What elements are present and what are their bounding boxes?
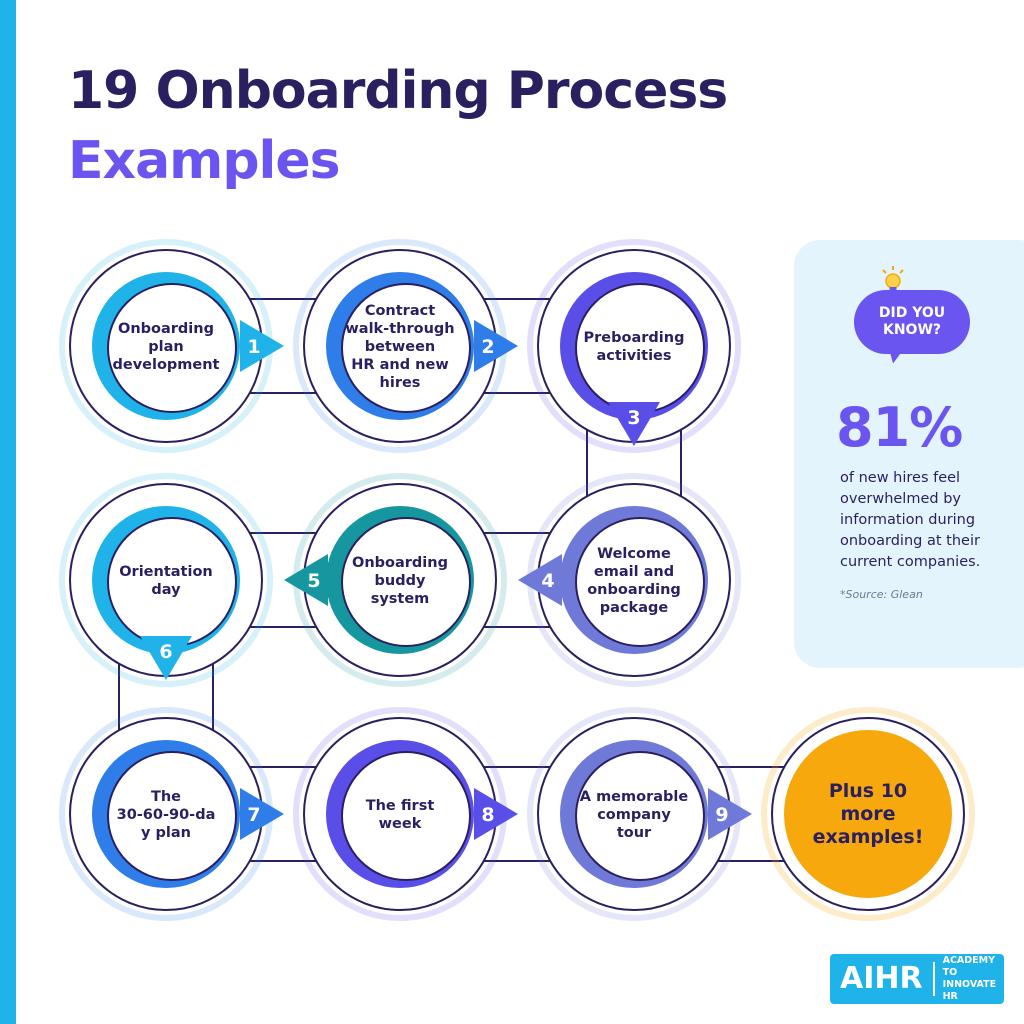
node-halo — [59, 473, 273, 687]
step-label-line: Welcome — [597, 546, 671, 562]
step-number: 7 — [247, 804, 260, 826]
flow-nodes: Onboarding plan development Contract walk-th… — [59, 239, 975, 921]
step-label-line: tour — [617, 825, 652, 841]
arrow-shape — [474, 320, 518, 372]
node-inner — [107, 751, 237, 881]
step-label-line: Orientation — [119, 564, 213, 580]
node-inner — [341, 283, 471, 413]
node-inner — [575, 751, 705, 881]
badge-line-2: KNOW? — [882, 322, 942, 338]
step-number: 1 — [247, 336, 260, 358]
arrow-shape — [284, 554, 328, 606]
step-6-arrow-icon: 6 — [140, 636, 192, 680]
logo-mark: AIHR — [830, 962, 935, 996]
step-label-line: day — [151, 582, 181, 598]
step-3-node: Preboarding activities — [527, 239, 741, 453]
final-label-line: examples! — [813, 826, 924, 848]
step-9-arrow-icon: 9 — [708, 788, 752, 840]
step-label-line: development — [112, 357, 219, 373]
step-number: 6 — [159, 641, 172, 663]
step-4-node: Welcome email and onboarding package — [527, 473, 741, 687]
final-label-line: Plus 10 — [829, 780, 907, 802]
arrow-shape — [474, 788, 518, 840]
step-label-line: hires — [380, 375, 421, 391]
step-5-arrow-icon: 5 — [284, 554, 328, 606]
step-9-node: A memorable company tour — [527, 707, 741, 921]
step-label-line: HR and new — [351, 357, 448, 373]
step-label-line: email and — [594, 564, 674, 580]
arrow-shape — [518, 554, 562, 606]
step-label-line: plan — [148, 339, 183, 355]
step-label-line: Onboarding — [352, 555, 448, 571]
final-fill — [784, 730, 952, 898]
step-2-node: Contract walk-through between HR and new hir… — [293, 239, 507, 453]
arrow-shape — [608, 402, 660, 446]
node-inner — [341, 751, 471, 881]
aihr-logo: AIHR ACADEMY TO INNOVATE HR — [830, 954, 1004, 1004]
step-number: 3 — [627, 407, 640, 429]
final-halo — [761, 707, 975, 921]
step-1-node: Onboarding plan development — [59, 239, 273, 453]
step-number: 9 — [715, 804, 728, 826]
did-you-know-badge: DID YOU KNOW? — [854, 290, 970, 354]
logo-line-1: ACADEMY TO — [942, 955, 995, 978]
step-5-node: Onboarding buddy system — [293, 473, 507, 687]
stat-description: of new hires feel overwhelmed by informa… — [840, 470, 981, 570]
step-label-line: package — [600, 600, 669, 616]
step-label-line: The — [151, 789, 181, 805]
step-label-line: walk-through — [345, 321, 454, 337]
step-2-arrow-icon: 2 — [474, 320, 518, 372]
step-label-line: Onboarding — [118, 321, 214, 337]
left-accent-bar — [0, 0, 16, 1024]
title-line-2: Examples — [68, 131, 341, 191]
node-inner — [341, 517, 471, 647]
arrow-shape — [240, 788, 284, 840]
step-label-line: A memorable — [580, 789, 689, 805]
step-label-line: buddy — [375, 573, 426, 589]
step-label-line: activities — [596, 348, 671, 364]
arrow-shape — [140, 636, 192, 680]
step-label-line: company — [597, 807, 671, 823]
step-number: 5 — [307, 570, 320, 592]
step-number: 4 — [541, 570, 554, 592]
node-inner — [107, 283, 237, 413]
node-inner — [575, 517, 705, 647]
step-label-line: between — [365, 339, 436, 355]
node-halo — [527, 239, 741, 453]
step-label-line: system — [371, 591, 430, 607]
step-7-arrow-icon: 7 — [240, 788, 284, 840]
logo-tagline: ACADEMY TO INNOVATE HR — [935, 955, 1004, 1003]
step-number: 2 — [481, 336, 494, 358]
step-3-arrow-icon: 3 — [608, 402, 660, 446]
page-title: 19 Onboarding Process Examples — [68, 56, 728, 196]
badge-line-1: DID YOU — [878, 305, 946, 321]
stat-source: *Source: Glean — [840, 588, 923, 601]
step-label-line: Preboarding — [584, 330, 685, 346]
step-8-arrow-icon: 8 — [474, 788, 518, 840]
step-7-node: The 30-60-90-da y plan — [59, 707, 273, 921]
final-label-line: more — [840, 803, 895, 825]
step-1-arrow-icon: 1 — [240, 320, 284, 372]
stat-value: 81% — [836, 396, 963, 459]
title-line-1: 19 Onboarding Process — [68, 61, 728, 121]
logo-line-2: INNOVATE HR — [942, 979, 997, 1002]
step-8-node: The first week — [293, 707, 507, 921]
step-label-line: 30-60-90-da — [117, 807, 216, 823]
step-label-line: The first — [366, 798, 435, 814]
step-label-line: onboarding — [587, 582, 681, 598]
step-4-arrow-icon: 4 — [518, 554, 562, 606]
step-label-line: week — [379, 816, 422, 832]
arrow-shape — [708, 788, 752, 840]
arrow-shape — [240, 320, 284, 372]
step-number: 8 — [481, 804, 494, 826]
step-label-line: y plan — [141, 825, 191, 841]
step-label-line: Contract — [365, 303, 435, 319]
